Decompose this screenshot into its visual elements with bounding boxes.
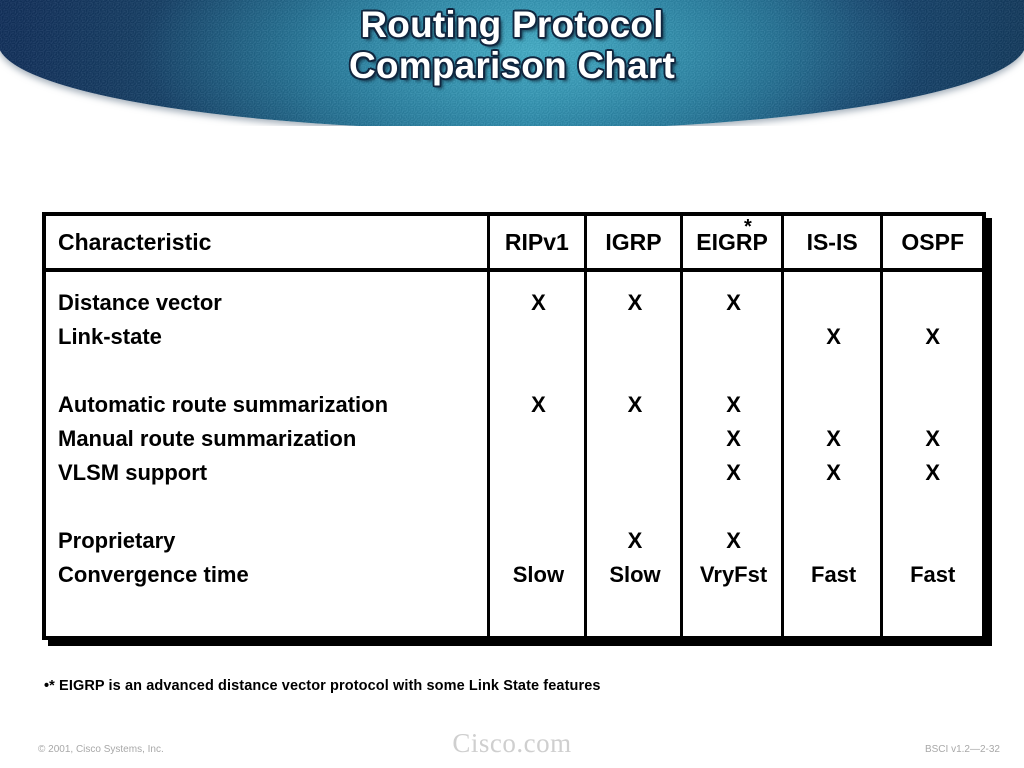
body-column-isis (784, 272, 884, 640)
footnote-marker-asterisk: * (744, 216, 752, 238)
header-label-ripv1: RIPv1 (504, 228, 569, 255)
header-cell-ospf: OSPF (883, 216, 982, 268)
slide-banner: Routing Protocol Comparison Chart (0, 0, 1024, 126)
table-header-row: Characteristic RIPv1 IGRP EIGRP * IS-IS … (46, 216, 982, 272)
body-column-ripv1 (490, 272, 587, 640)
page-title: Routing Protocol Comparison Chart (349, 4, 675, 87)
header-cell-ripv1: RIPv1 (490, 216, 587, 268)
body-column-eigrp (683, 272, 784, 640)
body-column-igrp (587, 272, 684, 640)
body-column-ospf (883, 272, 982, 640)
body-column-characteristic (46, 272, 491, 640)
footer-document-code: BSCI v1.2—2-32 (924, 744, 1000, 755)
header-cell-igrp: IGRP (587, 216, 684, 268)
cisco-com-logo: Cisco.com (452, 728, 572, 758)
footer-copyright: © 2001, Cisco Systems, Inc. (38, 744, 164, 755)
table-column-rules (46, 272, 982, 640)
header-cell-isis: IS-IS (784, 216, 884, 268)
header-label-eigrp: EIGRP (696, 228, 768, 255)
header-label-characteristic: Characteristic (58, 228, 212, 255)
header-label-igrp: IGRP (605, 228, 662, 255)
header-cell-eigrp: EIGRP * (683, 216, 784, 268)
header-label-isis: IS-IS (806, 228, 858, 255)
header-label-ospf: OSPF (901, 228, 965, 255)
table-footnote: •* EIGRP is an advanced distance vector … (44, 678, 601, 694)
header-cell-characteristic: Characteristic (46, 216, 491, 268)
routing-protocol-comparison-table: Characteristic RIPv1 IGRP EIGRP * IS-IS … (42, 212, 986, 640)
